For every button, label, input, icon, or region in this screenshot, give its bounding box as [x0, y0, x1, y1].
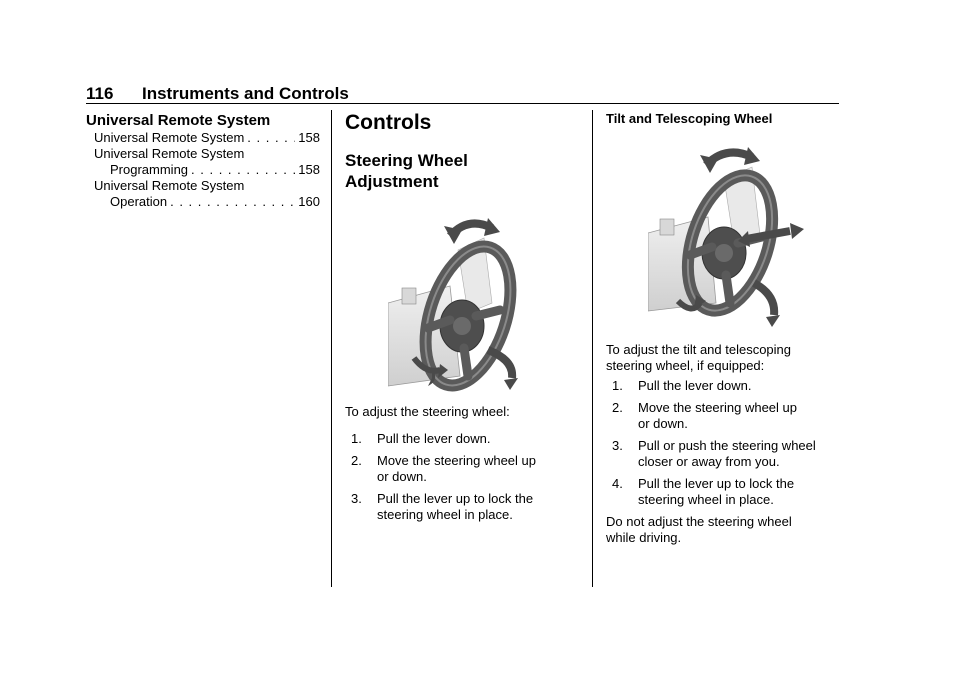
list-item: 4. Pull the lever up to lock the steerin… [606, 476, 842, 508]
steering-wheel-image [388, 218, 518, 392]
tilt-wheel-image [648, 147, 804, 327]
section-title: Instruments and Controls [142, 84, 349, 103]
index-entry-label: Universal Remote System [94, 178, 245, 193]
tilt-heading: Tilt and Telescoping Wheel [606, 111, 773, 126]
step-text: Pull or push the steering wheel [638, 438, 816, 453]
text-line: Do not adjust the steering wheel [606, 514, 792, 529]
page-number: 116 [86, 84, 114, 103]
step-text: Move the steering wheel up [638, 400, 797, 415]
step-number: 4. [612, 476, 623, 491]
controls-steps: 1. Pull the lever down. 2. Move the stee… [345, 431, 581, 523]
list-item: 3. Pull or push the steering wheel close… [606, 438, 842, 470]
controls-intro: To adjust the steering wheel: [345, 404, 510, 419]
index-entry[interactable]: Universal Remote System . . . . . . . . … [86, 130, 320, 146]
index-entry-page: 160 [298, 194, 320, 209]
tilt-column: Tilt and Telescoping Wheel [606, 111, 842, 127]
step-number: 1. [612, 378, 623, 393]
index-entry-page: 158 [298, 130, 320, 145]
controls-body: To adjust the steering wheel: 1. Pull th… [345, 404, 581, 529]
heading-line: Steering Wheel [345, 151, 468, 170]
text-line: steering wheel, if equipped: [606, 358, 765, 373]
step-number: 2. [612, 400, 623, 415]
controls-heading: Controls [345, 111, 432, 134]
step-text: Pull the lever down. [638, 378, 752, 393]
index-entry-label: Universal Remote System [94, 146, 245, 161]
list-item: 1. Pull the lever down. [345, 431, 581, 447]
step-text-cont: or down. [377, 469, 427, 484]
step-text: Pull the lever down. [377, 431, 491, 446]
text-line: To adjust the tilt and telescoping [606, 342, 792, 357]
driving-warning: Do not adjust the steering wheel while d… [606, 514, 842, 546]
tilt-wheel-illustration [648, 143, 804, 328]
list-item: 3. Pull the lever up to lock the steerin… [345, 491, 581, 523]
header-rule [86, 103, 839, 104]
step-text: Pull the lever up to lock the [638, 476, 795, 491]
text-line: while driving. [606, 530, 682, 545]
step-text-cont: or down. [638, 416, 688, 431]
index-entry-label-cont: Operation [110, 194, 168, 209]
step-text-cont: closer or away from you. [638, 454, 780, 469]
column-divider-2 [592, 110, 593, 587]
steering-adjustment-heading: Steering Wheel Adjustment [345, 150, 581, 192]
index-entry-label: Universal Remote System [94, 130, 245, 145]
page-header: 116 Instruments and Controls [86, 84, 349, 104]
index-title: Universal Remote System [86, 112, 271, 129]
step-text-cont: steering wheel in place. [377, 507, 513, 522]
index-entry[interactable]: Universal Remote System Operation . . . … [86, 178, 320, 210]
step-number: 3. [351, 491, 362, 506]
dot-leader: . . . . . . . . . . . . . . . . . . . . … [170, 194, 295, 209]
dot-leader: . . . . . . . . . . . . . . . . . . . . [247, 130, 295, 145]
step-number: 2. [351, 453, 362, 468]
index-column: Universal Remote System Universal Remote… [86, 112, 320, 210]
step-text-cont: steering wheel in place. [638, 492, 774, 507]
tilt-body: To adjust the tilt and telescoping steer… [606, 342, 842, 546]
index-entry-page: 158 [298, 162, 320, 177]
tilt-intro: To adjust the tilt and telescoping steer… [606, 342, 842, 374]
controls-column: Controls Steering Wheel Adjustment [345, 111, 581, 192]
tilt-steps: 1. Pull the lever down. 2. Move the stee… [606, 378, 842, 508]
index-entry[interactable]: Universal Remote System Programming . . … [86, 146, 320, 178]
dot-leader: . . . . . . . . . . . . . . . . . . . . … [191, 162, 295, 177]
step-text: Move the steering wheel up [377, 453, 536, 468]
step-text: Pull the lever up to lock the [377, 491, 534, 506]
heading-line: Adjustment [345, 172, 439, 191]
list-item: 1. Pull the lever down. [606, 378, 842, 394]
steering-wheel-illustration [388, 208, 528, 392]
list-item: 2. Move the steering wheel up or down. [606, 400, 842, 432]
column-divider-1 [331, 110, 332, 587]
index-entry-label-cont: Programming [110, 162, 189, 177]
step-number: 3. [612, 438, 623, 453]
list-item: 2. Move the steering wheel up or down. [345, 453, 581, 485]
step-number: 1. [351, 431, 362, 446]
